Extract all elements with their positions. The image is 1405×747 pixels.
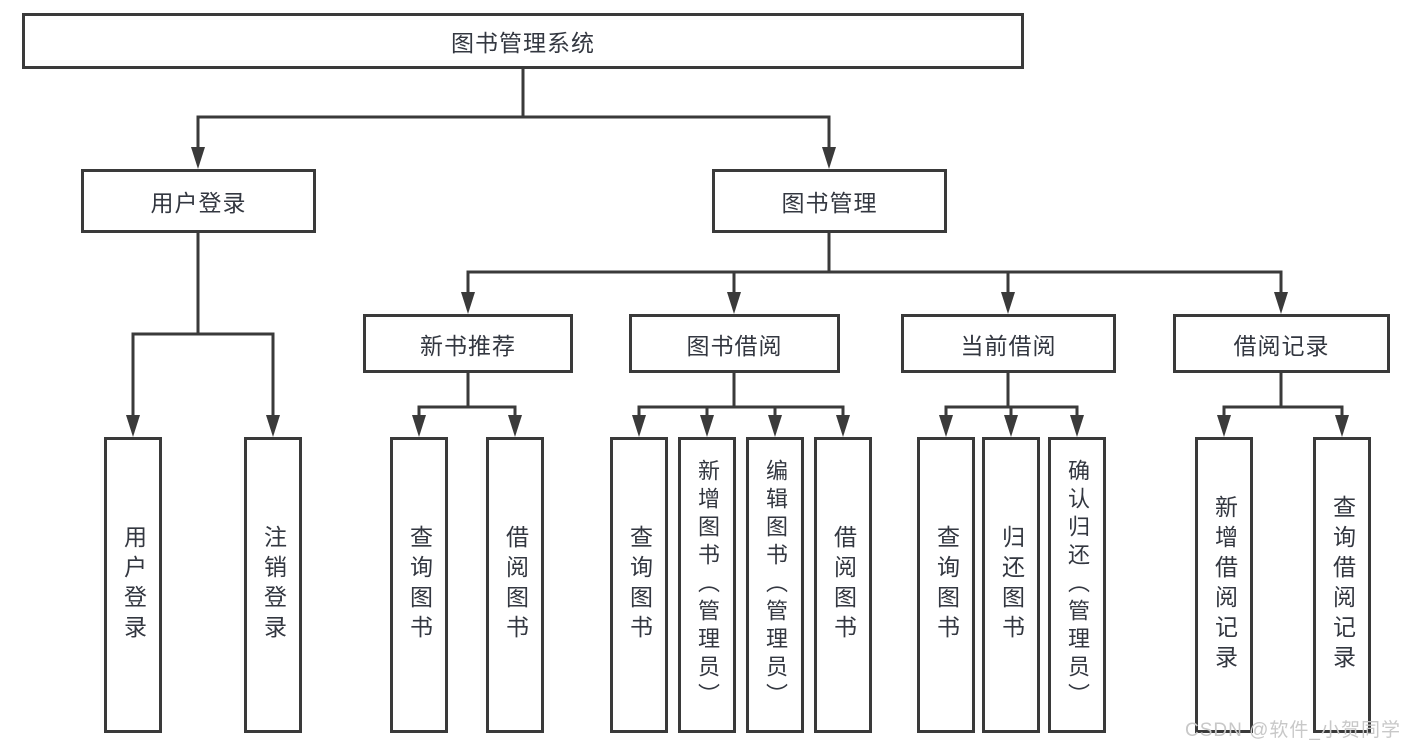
leaf-newbooks-borrow-books-label: 借阅图书 [502,525,529,645]
leaf-return-books: 归还图书 [982,437,1040,733]
arrowhead [1335,415,1349,437]
leaf-user-login-label: 用户登录 [120,525,147,645]
leaf-logout-label: 注销登录 [260,525,287,645]
newbooks-to-leaves-connector [417,373,517,417]
node-borrow-records-label: 借阅记录 [1233,332,1330,359]
bookborrow-to-leaves-connector [637,373,845,417]
leaf-borrow-books: 借阅图书 [814,437,872,733]
leaf-newbooks-query-books-label: 查询图书 [406,525,433,645]
arrowhead [191,147,205,169]
node-book-management: 图书管理 [712,169,947,233]
node-borrow-records: 借阅记录 [1173,314,1390,373]
leaf-return-books-label: 归还图书 [998,525,1025,645]
node-book-borrow: 图书借阅 [629,314,840,373]
node-current-borrow: 当前借阅 [901,314,1116,373]
arrowhead [1217,415,1231,437]
borrowrecords-to-leaves-connector [1222,373,1344,417]
leaf-confirm-return-admin: 确认归还（管理员） [1048,437,1106,733]
node-new-book-recommend: 新书推荐 [363,314,573,373]
leaf-query-borrow-record: 查询借阅记录 [1313,437,1371,733]
node-current-borrow-label: 当前借阅 [960,332,1057,359]
arrowhead [126,415,140,437]
leaf-borrow-books-label: 借阅图书 [830,525,857,645]
leaf-confirm-return-admin-label: 确认归还（管理员） [1065,459,1090,711]
arrowhead [632,415,646,437]
arrowhead [508,415,522,437]
node-user-login: 用户登录 [81,169,316,233]
root-to-level2-connector [196,69,831,148]
leaf-add-books-admin-label: 新增图书（管理员） [695,459,720,711]
arrowhead [412,415,426,437]
currentborrow-to-leaves-connector [944,373,1079,417]
leaf-add-borrow-record-label: 新增借阅记录 [1211,495,1238,675]
leaf-add-books-admin: 新增图书（管理员） [678,437,736,733]
arrowhead [939,415,953,437]
node-book-management-label: 图书管理 [781,190,878,216]
arrowhead [266,415,280,437]
leaf-borrow-query-books: 查询图书 [610,437,668,733]
leaf-query-borrow-record-label: 查询借阅记录 [1329,495,1356,675]
arrowhead [836,415,850,437]
arrowhead [822,147,836,169]
arrowhead [727,292,741,314]
node-root-label: 图书管理系统 [451,30,595,56]
leaf-current-query-books: 查询图书 [917,437,975,733]
leaf-newbooks-borrow-books: 借阅图书 [486,437,544,733]
node-user-login-label: 用户登录 [150,190,247,216]
leaf-newbooks-query-books: 查询图书 [390,437,448,733]
node-new-book-recommend-label: 新书推荐 [420,332,516,359]
arrowhead [1004,415,1018,437]
arrowhead [768,415,782,437]
arrowhead [1001,292,1015,314]
leaf-edit-books-admin-label: 编辑图书（管理员） [763,459,788,711]
bookmgmt-to-level3-connector [466,233,1283,293]
watermark-text: CSDN @软件_小贺同学 [1185,720,1401,741]
arrowhead [1274,292,1288,314]
leaf-edit-books-admin: 编辑图书（管理员） [746,437,804,733]
arrowhead [700,415,714,437]
leaf-logout: 注销登录 [244,437,302,733]
arrowheads [126,147,1349,437]
leaf-borrow-query-books-label: 查询图书 [626,525,653,645]
leaf-user-login: 用户登录 [104,437,162,733]
arrowhead [1070,415,1084,437]
leaf-add-borrow-record: 新增借阅记录 [1195,437,1253,733]
userlogin-to-leaves-connector [131,233,275,417]
leaf-current-query-books-label: 查询图书 [933,525,960,645]
node-book-borrow-label: 图书借阅 [686,332,783,359]
arrowhead [461,292,475,314]
node-root: 图书管理系统 [22,13,1024,69]
